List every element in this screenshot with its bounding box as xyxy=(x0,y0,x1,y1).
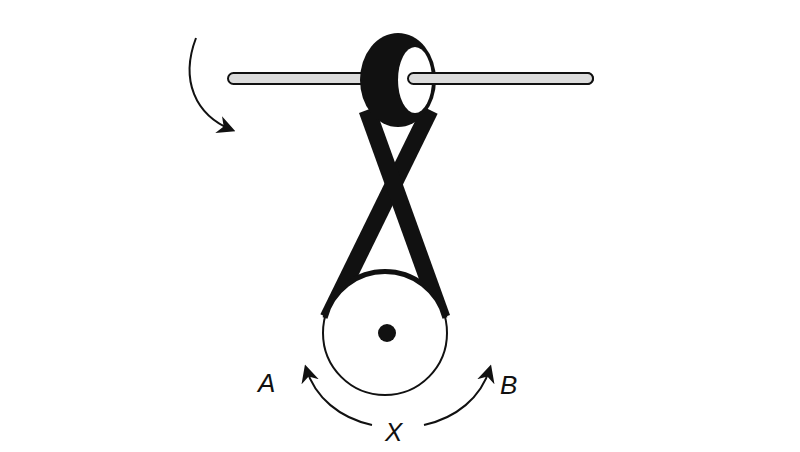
pulley-axle xyxy=(378,324,396,342)
rotation-arrow xyxy=(190,38,232,130)
part-label: X xyxy=(385,419,402,445)
shaft-rod xyxy=(408,73,593,84)
direction-arrow xyxy=(424,368,490,425)
direction-arrow xyxy=(306,368,372,425)
part-label: B xyxy=(500,372,517,398)
belt-wrap xyxy=(325,272,445,318)
pulley-wheel xyxy=(323,271,447,395)
shaft-rod xyxy=(228,73,593,84)
part-label: A xyxy=(258,370,275,396)
